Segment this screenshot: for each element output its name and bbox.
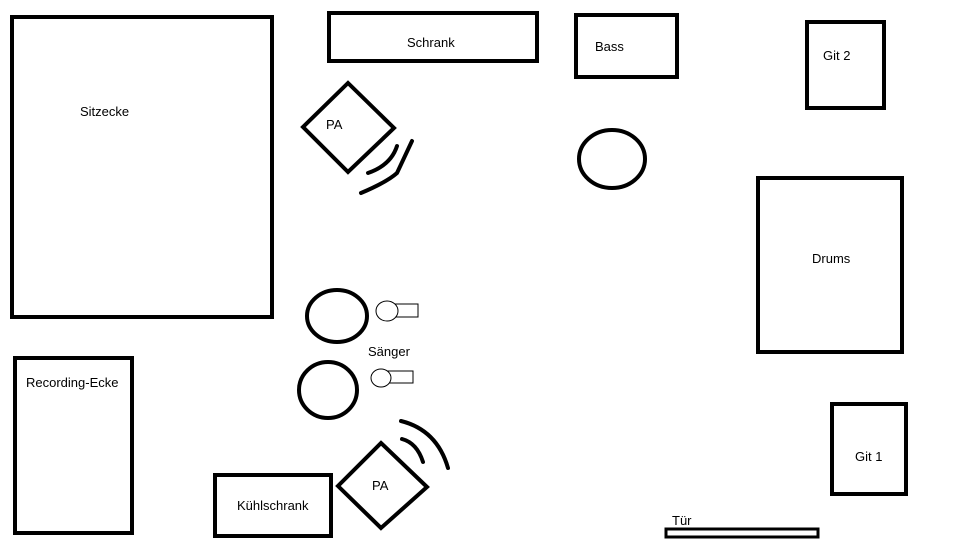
schrank-box — [327, 11, 539, 63]
drums-label: Drums — [812, 251, 851, 266]
pa-top-sound-arc-inner — [366, 144, 399, 175]
pa-bottom-speaker — [335, 440, 430, 531]
bass-circle — [577, 128, 647, 190]
mic-bottom-body — [387, 370, 414, 384]
recording-label: Recording-Ecke — [26, 375, 119, 390]
drums-box — [756, 176, 904, 354]
kuehlschrank-box — [213, 473, 333, 538]
mic-top-head — [375, 300, 399, 322]
pa-top-speaker — [300, 80, 397, 175]
schrank-label: Schrank — [407, 35, 455, 50]
pa-top-label: PA — [326, 117, 343, 132]
sitzecke-label: Sitzecke — [80, 104, 129, 119]
tuer-label: Tür — [672, 513, 692, 528]
git2-box — [805, 20, 886, 110]
pa-bottom-sound-arc-inner — [400, 437, 425, 464]
recording-area — [13, 356, 134, 535]
pa-top-sound-arc-outer — [359, 139, 414, 195]
git1-box — [830, 402, 908, 496]
git1-label: Git 1 — [855, 449, 882, 464]
singer-circle-bottom — [297, 360, 359, 420]
sitzecke-area — [10, 15, 274, 319]
singer-circle-top — [305, 288, 369, 344]
mic-bottom-head — [370, 368, 392, 388]
kuehlschrank-label: Kühlschrank — [237, 498, 309, 513]
pa-bottom-sound-arc-outer — [399, 419, 450, 470]
bass-box — [574, 13, 679, 79]
bass-label: Bass — [595, 39, 624, 54]
pa-bottom-label: PA — [372, 478, 389, 493]
door — [664, 527, 820, 539]
git2-label: Git 2 — [823, 48, 850, 63]
saenger-label: Sänger — [368, 344, 411, 359]
